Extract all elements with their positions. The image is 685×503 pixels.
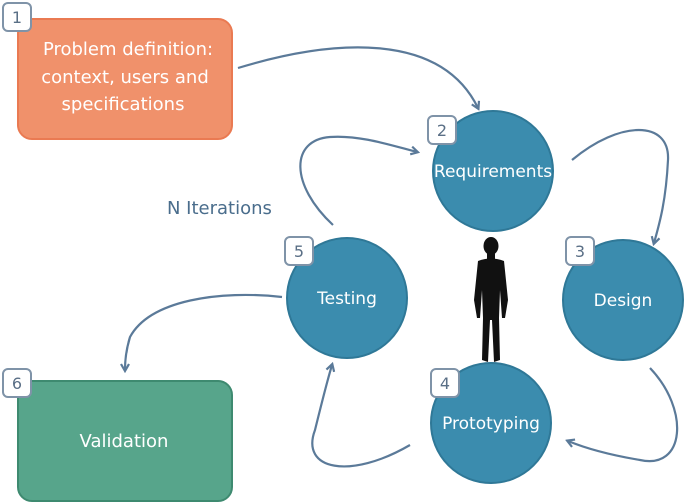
badge-4-number: 4 — [440, 374, 450, 393]
badge-2-number: 2 — [437, 121, 447, 140]
problem-definition-line-2: context, users and — [41, 67, 209, 88]
badge-5-number: 5 — [294, 242, 304, 261]
validation-box — [17, 380, 233, 502]
arrow-requirements-to-design — [571, 129, 670, 243]
arrow-problem-to-requirements — [237, 46, 478, 108]
testing-circle — [286, 237, 408, 359]
requirements-label: Requirements — [434, 162, 552, 182]
arrow-design-to-prototyping — [568, 367, 679, 463]
iterations-label: N Iterations — [167, 198, 272, 219]
problem-definition-box — [17, 18, 233, 140]
arrow-testing-to-requirements — [299, 135, 417, 226]
requirements-circle — [432, 110, 554, 232]
validation-label: Validation — [80, 431, 169, 452]
arrow-prototyping-to-testing — [311, 365, 411, 468]
badge-6-number: 6 — [12, 374, 22, 393]
design-label: Design — [594, 291, 653, 311]
badge-1-number: 1 — [12, 8, 22, 27]
badge-4: 4 — [430, 368, 460, 398]
prototyping-label: Prototyping — [442, 414, 540, 434]
prototyping-circle — [430, 362, 552, 484]
badge-5: 5 — [284, 236, 314, 266]
human-silhouette-icon — [474, 237, 508, 362]
problem-definition-line-3: specifications — [62, 94, 185, 115]
problem-definition-line-1: Problem definition: — [43, 39, 213, 60]
design-circle — [562, 239, 684, 361]
badge-2: 2 — [427, 115, 457, 145]
badge-3: 3 — [565, 236, 595, 266]
badge-6: 6 — [2, 368, 32, 398]
arrow-testing-to-validation — [125, 293, 283, 370]
badge-3-number: 3 — [575, 242, 585, 261]
testing-label: Testing — [316, 289, 377, 309]
badge-1: 1 — [2, 2, 32, 32]
